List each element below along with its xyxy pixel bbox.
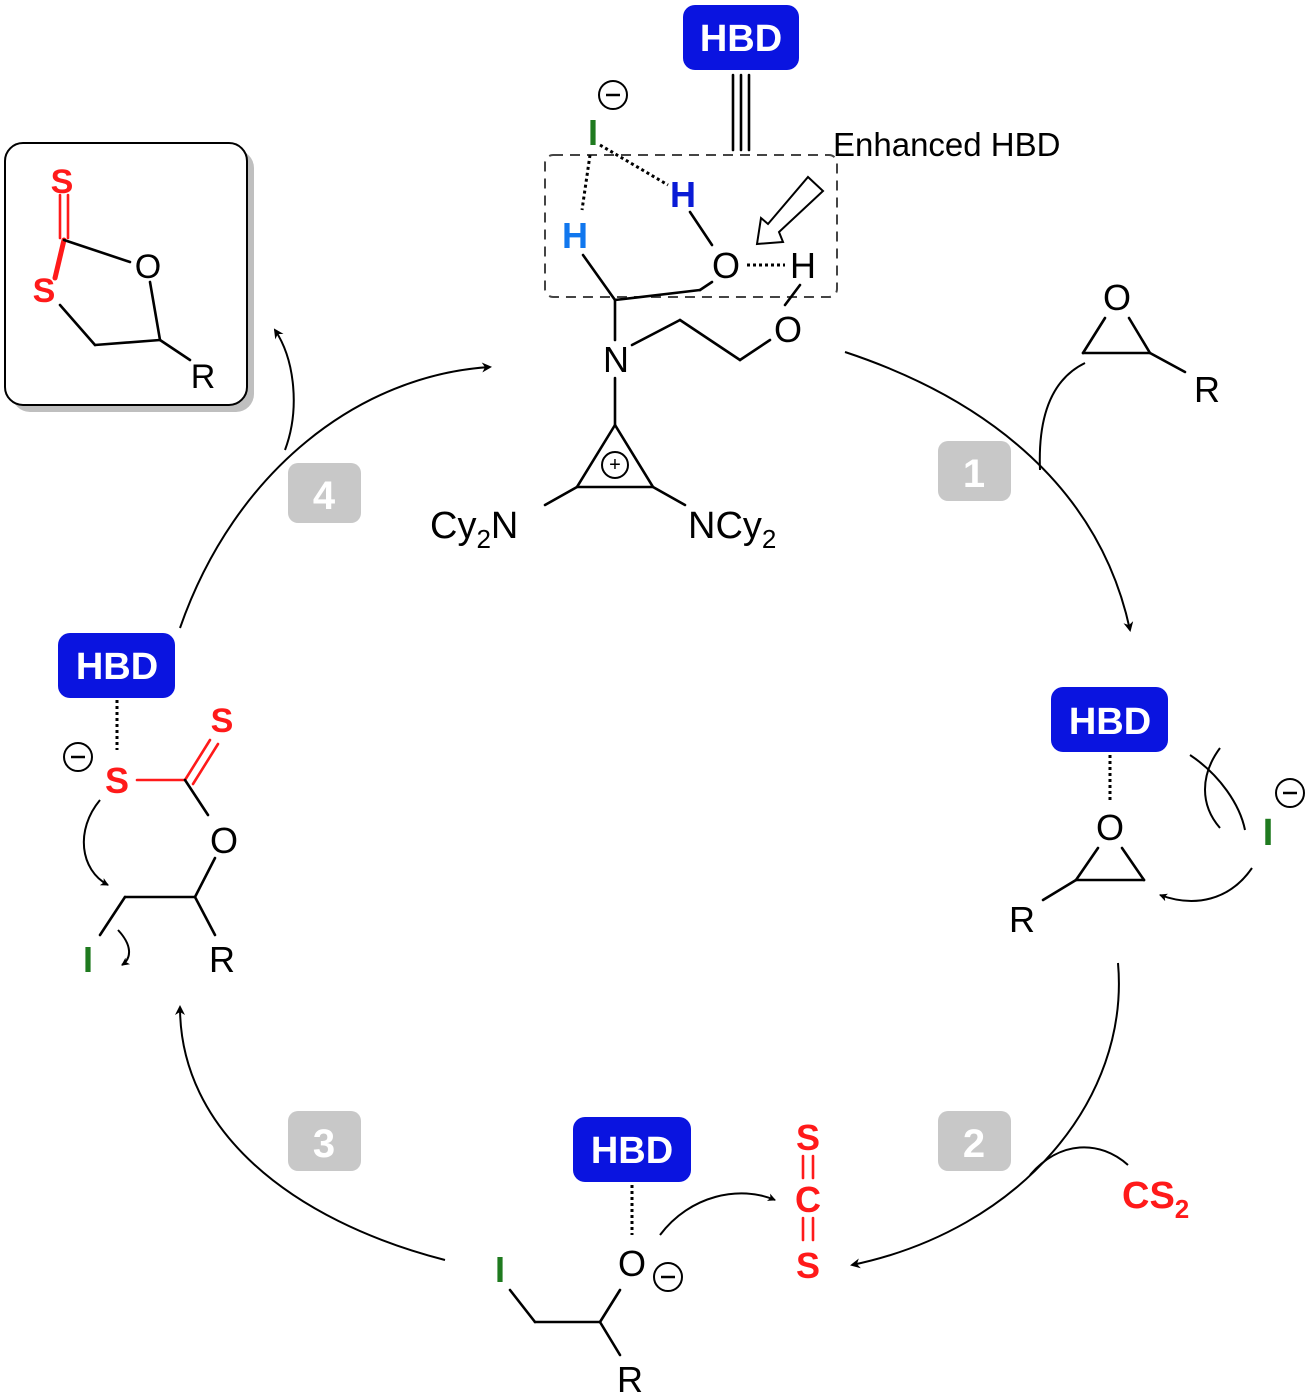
- svg-text:3: 3: [313, 1122, 335, 1166]
- cycle-arrows: [175, 328, 1134, 1269]
- svg-text:S: S: [796, 1245, 820, 1286]
- cs2-reagent: CS2: [1122, 1175, 1189, 1224]
- svg-text:HBD: HBD: [76, 646, 158, 688]
- hbd-box-top: HBD: [683, 5, 799, 70]
- svg-text:HBD: HBD: [1069, 701, 1151, 743]
- svg-text:R: R: [617, 1359, 643, 1398]
- arc-step2: [850, 962, 1120, 1269]
- svg-text:H: H: [562, 215, 588, 256]
- step-badge-3: 3: [288, 1111, 361, 1171]
- svg-text:S: S: [33, 272, 56, 310]
- svg-text:S: S: [796, 1117, 820, 1158]
- svg-text:NCy2: NCy2: [688, 505, 776, 554]
- intermediate-activated-epoxide: HBD O R I: [1009, 687, 1305, 940]
- svg-text:O: O: [135, 248, 161, 286]
- svg-text:Cy2N: Cy2N: [430, 505, 518, 554]
- svg-text:H: H: [790, 245, 816, 286]
- step-badge-4: 4: [288, 463, 361, 523]
- cs2-entry-arrow: [1029, 1146, 1129, 1176]
- svg-text:O: O: [618, 1243, 646, 1284]
- svg-text:2: 2: [963, 1122, 985, 1166]
- svg-text:O: O: [1103, 277, 1131, 318]
- svg-text:R: R: [209, 939, 235, 980]
- intermediate-dithiocarbonate: HBD S S O I R: [58, 633, 238, 980]
- svg-text:1: 1: [963, 452, 985, 496]
- arc-step4: [179, 362, 492, 629]
- svg-text:I: I: [588, 112, 598, 153]
- step-badge-2: 2: [938, 1111, 1011, 1171]
- product-trithiocarbonate: S S O R: [4, 142, 254, 412]
- step-badge-1: 1: [938, 441, 1011, 501]
- svg-text:R: R: [1009, 899, 1035, 940]
- arc-step1: [844, 351, 1134, 632]
- svg-text:I: I: [495, 1249, 505, 1290]
- epoxide-substrate: O R: [1081, 277, 1220, 410]
- product-exit-arrow: [273, 328, 295, 451]
- svg-text:H: H: [670, 174, 696, 215]
- svg-text:S: S: [105, 760, 129, 801]
- svg-text:Enhanced HBD: Enhanced HBD: [833, 126, 1060, 163]
- hbd-box-bottom: HBD: [573, 1117, 691, 1182]
- svg-text:R: R: [191, 358, 216, 396]
- svg-text:N: N: [603, 339, 629, 380]
- svg-text:S: S: [211, 702, 234, 740]
- intermediate-alkoxide: HBD O I R: [495, 1117, 776, 1398]
- epoxide-entry-arrow: [1038, 362, 1086, 471]
- svg-text:O: O: [210, 820, 238, 861]
- catalyst-structure: HBD Enhanced HBD I H H O H N: [430, 5, 1060, 554]
- svg-text:C: C: [795, 1179, 821, 1220]
- arc-step3: [175, 1005, 446, 1261]
- hbd-box-left: HBD: [58, 633, 175, 698]
- carbon-disulfide: S C S: [795, 1117, 821, 1286]
- svg-text:I: I: [1263, 812, 1274, 854]
- svg-text:O: O: [774, 309, 802, 350]
- svg-text:S: S: [51, 163, 74, 201]
- svg-text:4: 4: [313, 474, 336, 518]
- svg-text:O: O: [1096, 807, 1124, 848]
- svg-text:O: O: [712, 245, 740, 286]
- svg-text:HBD: HBD: [591, 1130, 673, 1172]
- hbd-box-right: HBD: [1051, 687, 1168, 752]
- svg-text:HBD: HBD: [700, 18, 782, 60]
- svg-text:I: I: [83, 939, 93, 980]
- svg-text:+: +: [609, 454, 621, 476]
- svg-text:R: R: [1194, 369, 1220, 410]
